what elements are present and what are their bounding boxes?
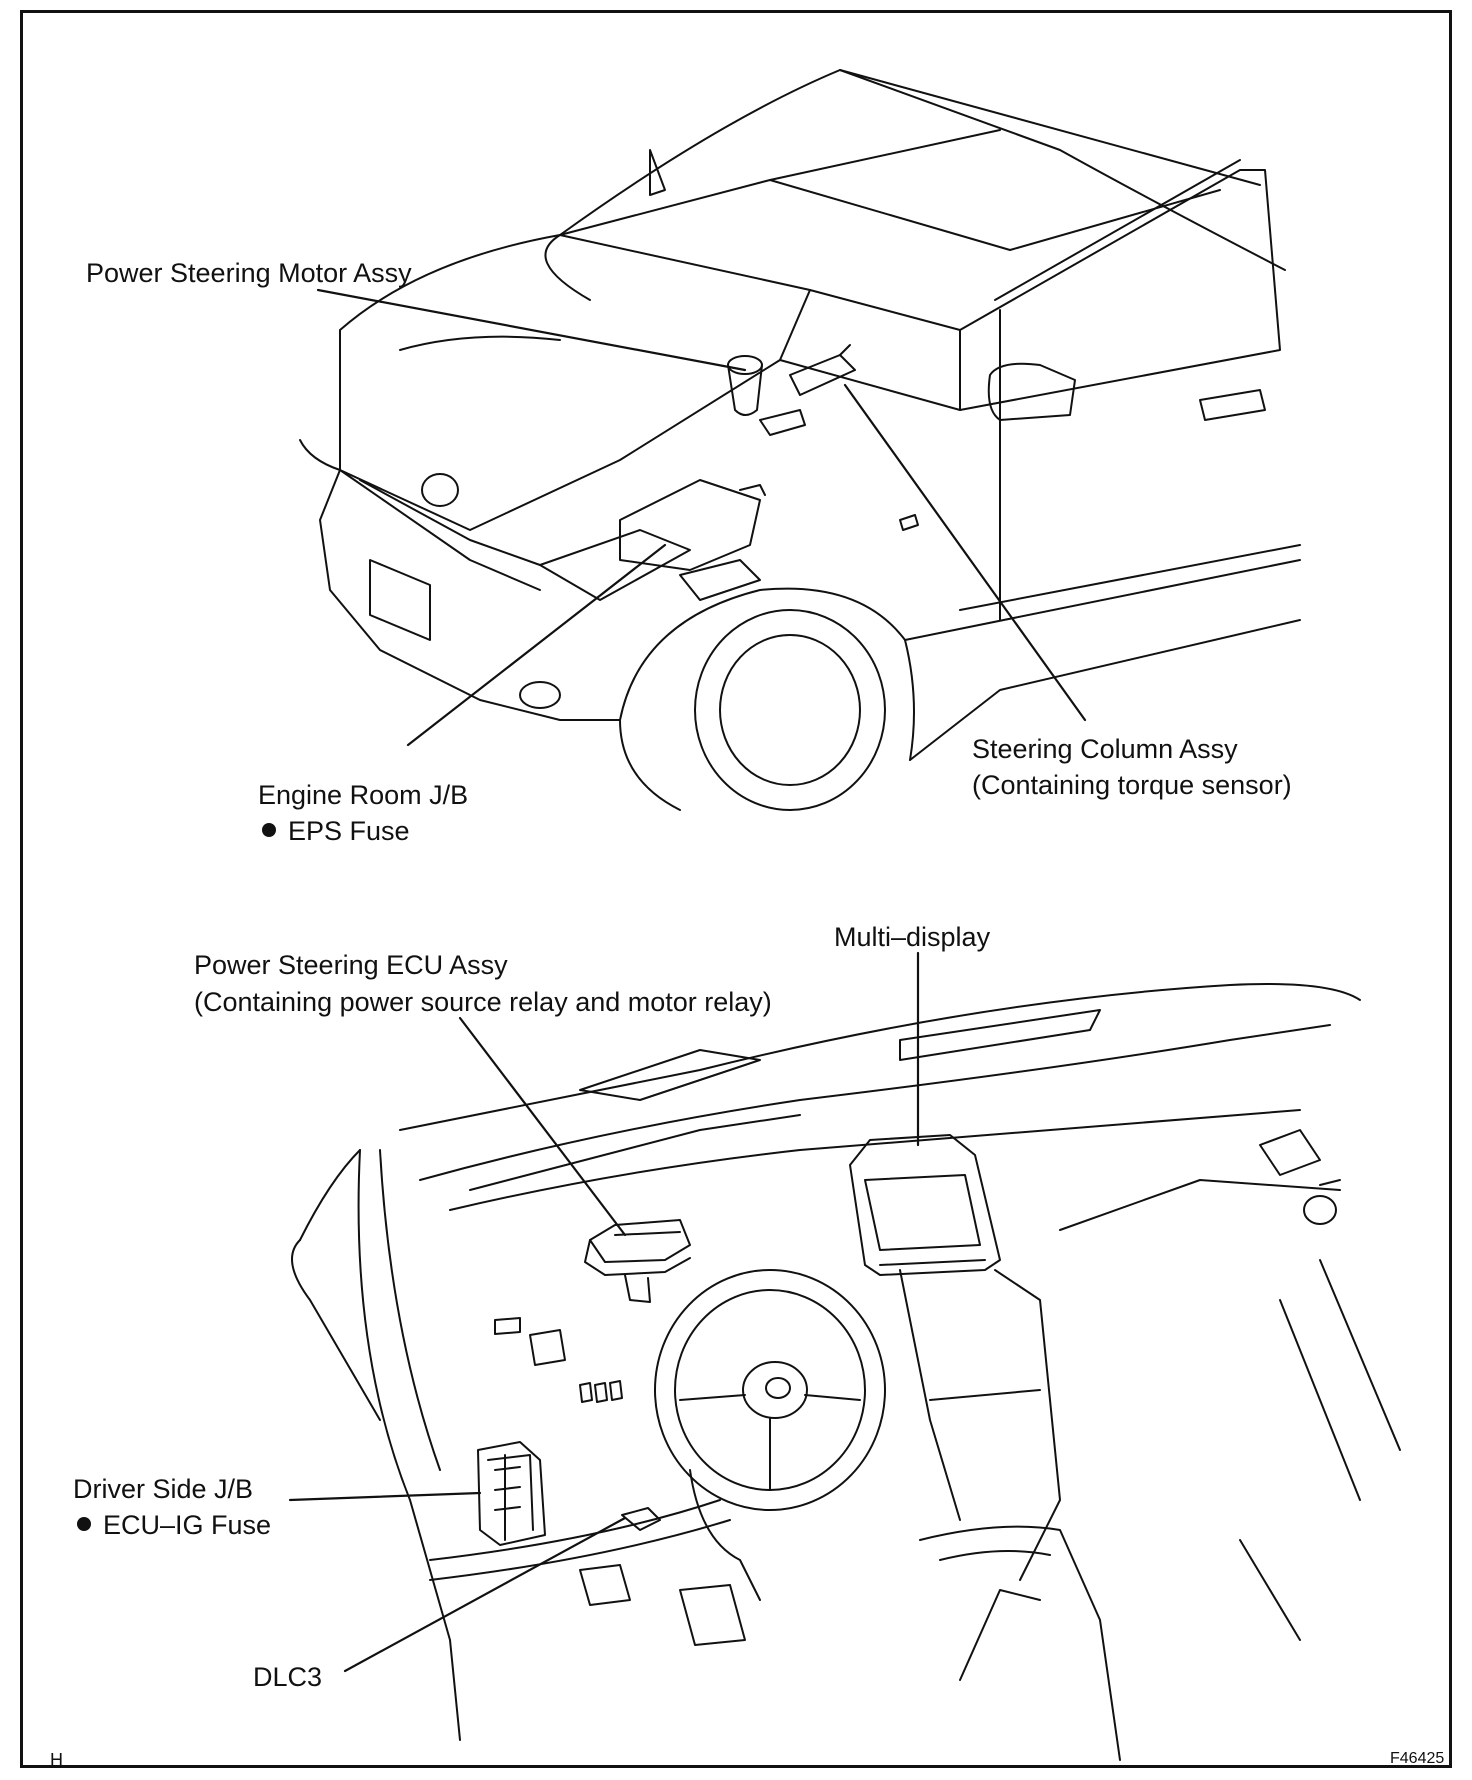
interior-components — [477, 1219, 691, 1546]
label-multi-display: Multi–display — [834, 922, 991, 952]
label-eps-fuse: EPS Fuse — [288, 816, 410, 846]
label-eps-fuse-row: EPS Fuse — [262, 814, 410, 849]
figure-frame — [20, 10, 1452, 1768]
bullet-icon — [77, 1517, 91, 1531]
bullet-icon — [262, 823, 276, 837]
engine-bay-components — [619, 344, 856, 601]
label-ps-ecu-line1: Power Steering ECU Assy — [194, 950, 508, 980]
label-ecu-ig-fuse-row: ECU–IG Fuse — [77, 1508, 271, 1543]
figure-code: F46425 — [1390, 1750, 1445, 1767]
label-ps-ecu-line2: (Containing power source relay and motor… — [194, 987, 772, 1017]
label-engine-room-jb: Engine Room J/B — [258, 780, 469, 810]
label-ecu-ig-fuse: ECU–IG Fuse — [103, 1510, 272, 1540]
interior-drawing — [291, 983, 1401, 1761]
label-driver-side-jb: Driver Side J/B — [73, 1474, 254, 1504]
leader-lines-top — [316, 288, 1087, 747]
label-dlc3: DLC3 — [253, 1662, 323, 1692]
corner-letter: H — [50, 1750, 63, 1770]
car-exterior-drawing — [299, 69, 1301, 811]
label-power-steering-motor: Power Steering Motor Assy — [86, 258, 412, 288]
leader-lines-bottom — [288, 951, 920, 1673]
label-steering-column-line1: Steering Column Assy — [972, 734, 1238, 764]
label-steering-column-line2: (Containing torque sensor) — [972, 770, 1292, 800]
